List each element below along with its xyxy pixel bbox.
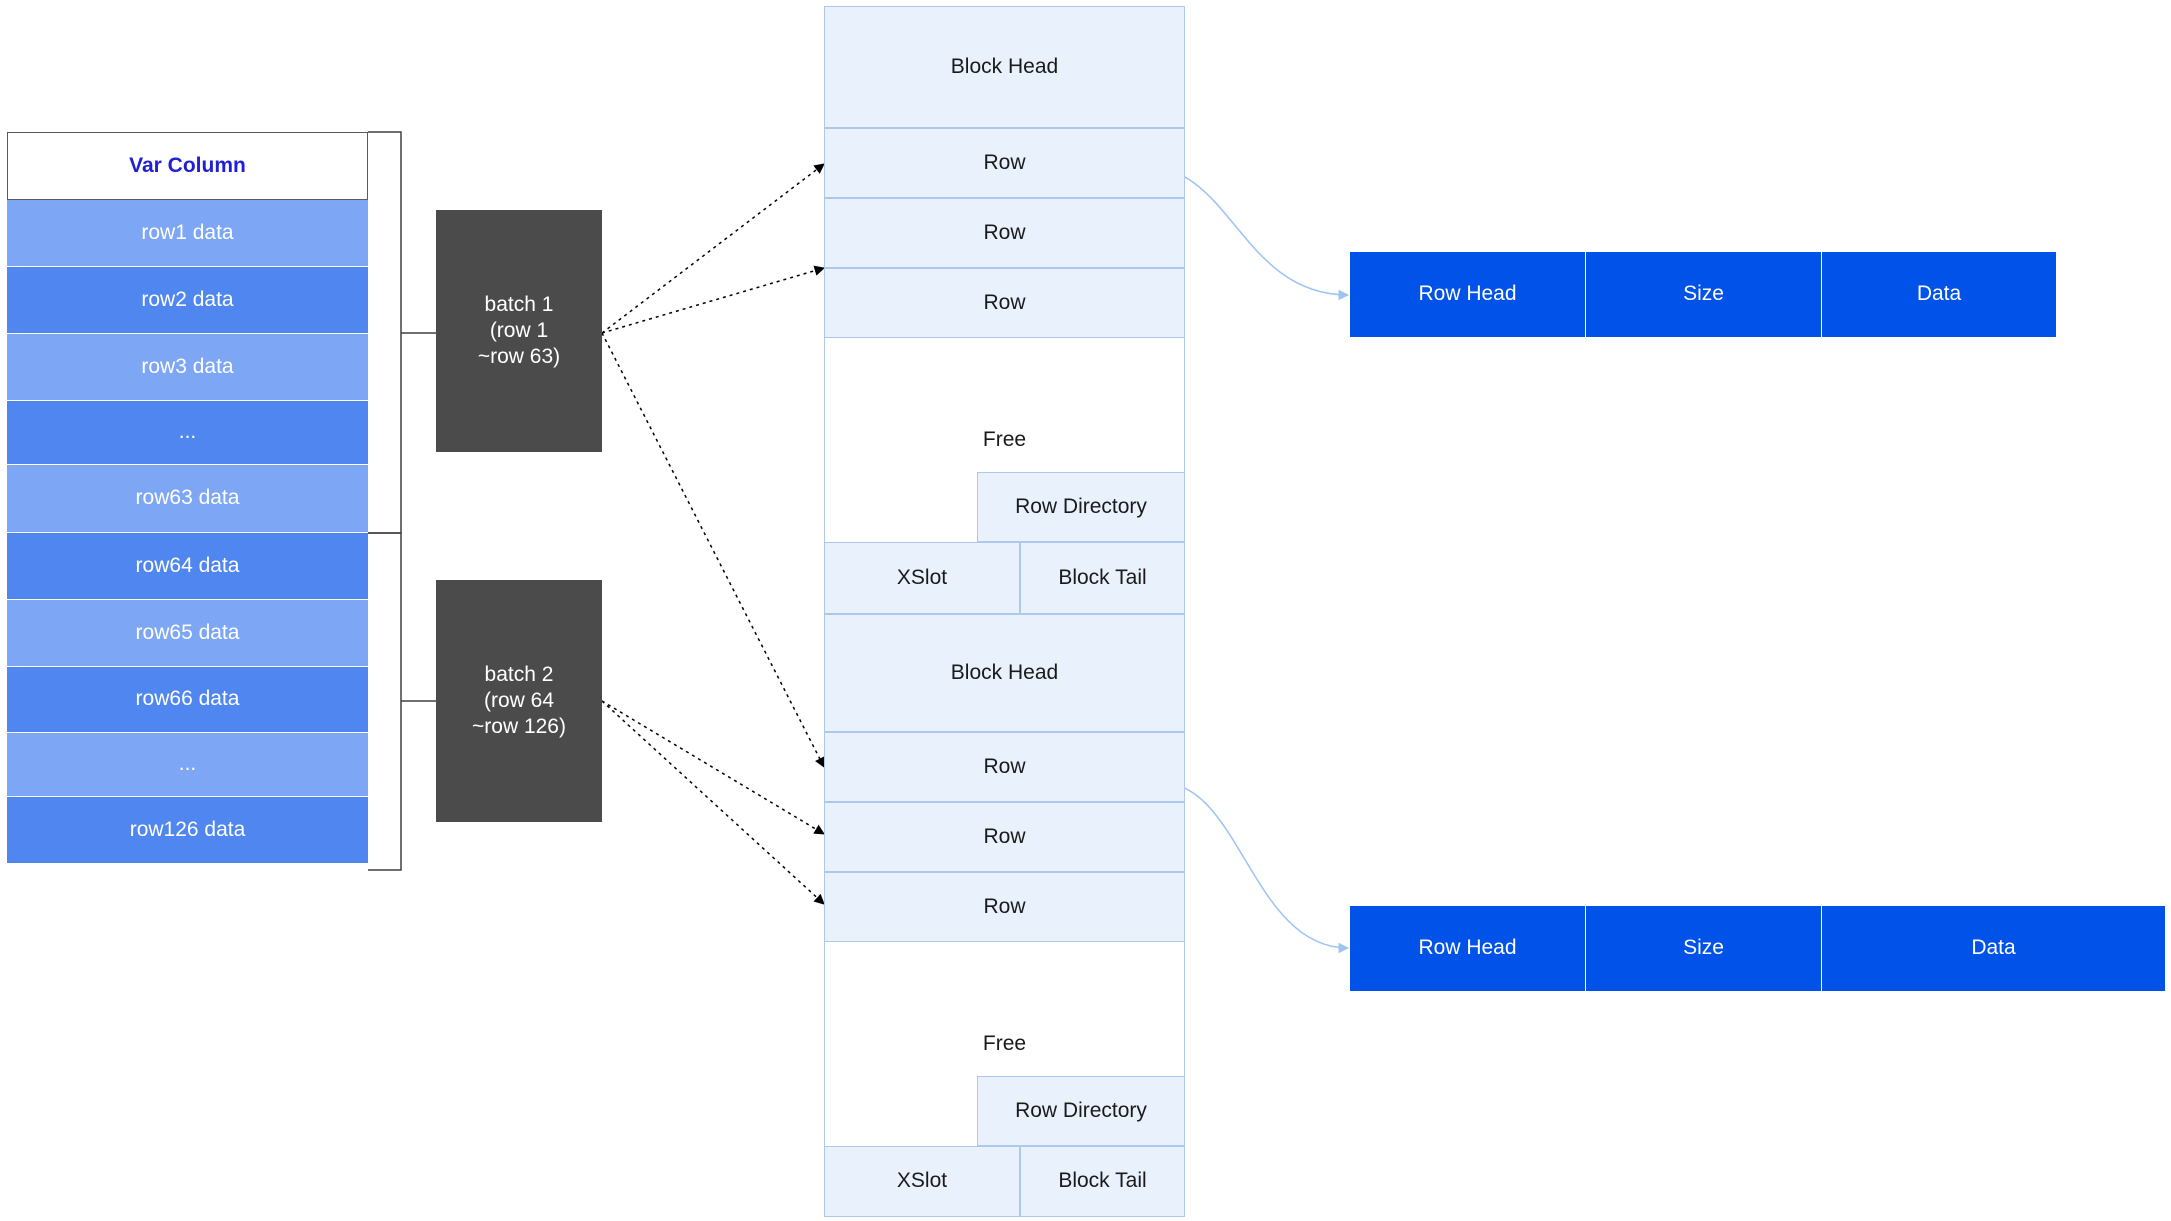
block-row: Row: [824, 732, 1185, 802]
var-column-row: row63 data: [7, 465, 368, 533]
batch-2: batch 2 (row 64 ~row 126): [436, 580, 602, 822]
row-directory: Row Directory: [977, 472, 1185, 542]
row-size: Size: [1586, 252, 1822, 337]
xslot: XSlot: [824, 542, 1020, 614]
var-column-row: row2 data: [7, 267, 368, 334]
var-column-row: row1 data: [7, 200, 368, 267]
block-row: Row: [824, 128, 1185, 198]
var-column-row: row64 data: [7, 533, 368, 600]
batch-to-row-arrows: [601, 163, 826, 905]
var-column-row: row65 data: [7, 600, 368, 667]
row-head: Row Head: [1350, 252, 1586, 337]
block-head: Block Head: [824, 614, 1185, 732]
var-column-row: row66 data: [7, 667, 368, 733]
batch-1: batch 1 (row 1 ~row 63): [436, 210, 602, 452]
row-size: Size: [1586, 906, 1822, 991]
block-row: Row: [824, 268, 1185, 338]
block-row: Row: [824, 198, 1185, 268]
xslot: XSlot: [824, 1146, 1020, 1217]
block-row: Row: [824, 872, 1185, 942]
row-data: Data: [1822, 906, 2165, 991]
row-head: Row Head: [1350, 906, 1586, 991]
var-column-row: ...: [7, 733, 368, 797]
batch-bracket: [368, 131, 436, 871]
var-column-row: row126 data: [7, 797, 368, 864]
var-column-row: row3 data: [7, 334, 368, 401]
block-tail: Block Tail: [1020, 542, 1185, 614]
block-row: Row: [824, 802, 1185, 872]
var-column-row: ...: [7, 401, 368, 465]
row-data: Data: [1822, 252, 2056, 337]
block-tail: Block Tail: [1020, 1146, 1185, 1217]
var-column-header: Var Column: [7, 132, 368, 200]
block-head: Block Head: [824, 6, 1185, 128]
row-directory: Row Directory: [977, 1076, 1185, 1146]
